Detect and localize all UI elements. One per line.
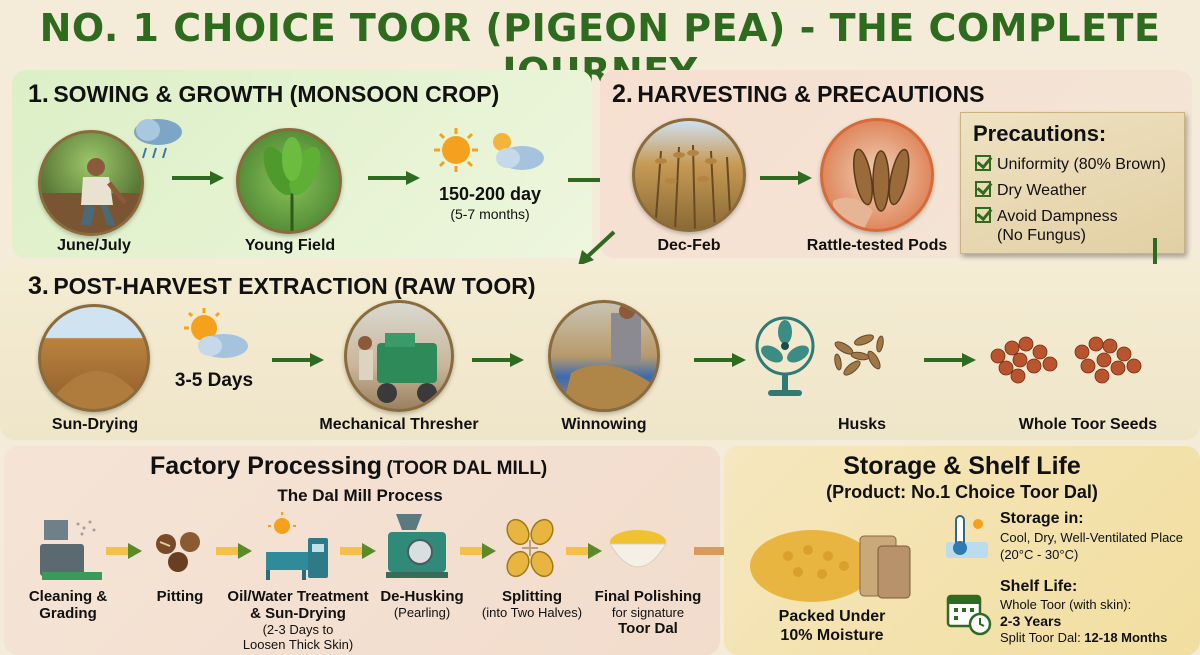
arrow-8 [924,353,976,367]
factory-arrow-3 [340,543,376,559]
check-icon [975,207,991,223]
precaution-avoid-dampness: Avoid Dampness [975,207,1118,226]
harvest-field-image [632,118,746,232]
shelf-whole-text: Whole Toor (with skin): [1000,597,1132,612]
thermometer-icon [946,515,988,558]
step-whole-seeds-label: Whole Toor Seeds [1018,416,1158,433]
factory-arrow-2 [216,543,252,559]
factory-subtitle: The Dal Mill Process [277,486,443,505]
days-label: 3-5 Days [174,370,254,391]
factory-title: Factory Processing (TOOR DAL MILL) [150,452,548,480]
whole-seeds-icon [990,336,1142,384]
check-icon [975,155,991,171]
step-sun-drying-label: Sun-Drying [51,416,139,433]
precaution-uniformity: Uniformity (80% Brown) [975,155,1166,174]
thresher-machine-icon [358,333,437,403]
step-thresher-label: Mechanical Thresher [319,416,479,433]
cleaning-machine-icon [40,520,102,580]
rain-cloud-icon [134,119,182,159]
arrow-7 [694,353,746,367]
storage-in-label: Storage in: [1000,510,1084,527]
factory-step-dehusking-label: De-Husking (Pearling) [380,588,464,620]
dry-crop-icon [654,144,732,229]
fan-icon [755,316,815,396]
husks-icon [834,334,884,376]
step-husks-label: Husks [837,416,887,433]
split-halves-icon [506,518,554,578]
storage-place-text: Cool, Dry, Well-Ventilated Place [1000,530,1184,545]
factory-step-cleaning-label: Cleaning &Grading [28,588,108,622]
factory-arrow-4 [460,543,496,559]
arrow-down-left [578,230,616,266]
leaf-plant-icon [263,137,321,231]
thresher-image [344,300,454,412]
factory-arrow-1 [106,543,142,559]
step-rattle-pods-label: Rattle-tested Pods [806,237,948,254]
factory-step-splitting-label: Splitting (into Two Halves) [481,588,583,620]
de-husking-machine-icon [386,514,448,578]
duration-sub-label: (5-7 months) [450,206,530,222]
precaution-dry-weather: Dry Weather [975,181,1087,200]
pitting-seeds-icon [156,532,200,572]
precaution-no-fungus: (No Fungus) [997,227,1086,244]
shelf-split-row: Split Toor Dal: 12-18 Months [1000,630,1168,645]
storage-title: Storage & Shelf Life [843,452,1081,480]
arrow-4 [760,171,812,185]
shelf-life-label: Shelf Life: [1000,578,1078,595]
arrow-6 [472,353,524,367]
calendar-clock-icon [946,594,992,636]
precautions-note: Precautions: Uniformity (80% Brown) Dry … [960,112,1185,254]
storage-subtitle: (Product: No.1 Choice Toor Dal) [826,482,1098,502]
storage-temp-text: (20°C - 30°C) [1000,547,1079,562]
pods-icon [833,148,910,229]
duration-label: 150-200 day [438,184,542,204]
packed-dal-icon [750,530,911,602]
step-winnowing-label: Winnowing [561,416,647,433]
arrow-1 [172,171,224,185]
factory-step-polishing-label: Final Polishing for signature Toor Dal [594,588,702,637]
sun-drying-image [38,304,150,412]
packed-moisture-label: 10% Moisture [780,627,884,644]
factory-arrow-5 [566,543,602,559]
sun-cloud-icon [434,128,544,172]
step-june-july-label: June/July [57,237,131,254]
arrow-2 [368,171,420,185]
precautions-title: Precautions: [973,121,1107,146]
arrow-5 [272,353,324,367]
shelf-whole-value: 2-3 Years [1000,613,1062,629]
check-icon [975,181,991,197]
step-young-field-label: Young Field [244,237,336,254]
grain-pile-icon [45,371,147,409]
oil-water-treatment-icon [266,512,328,580]
sun-cloud-small-icon [184,308,248,358]
farmer-sowing-image [38,130,144,236]
polished-dal-bowl-icon [609,530,667,568]
rattle-pods-image [820,118,934,232]
winnowing-image [548,300,660,412]
winnowing-icon [562,303,651,409]
factory-step-treatment-label: Oil/Water Treatment& Sun-Drying (2-3 Day… [227,588,369,652]
packed-label: Packed Under [778,608,886,625]
step-dec-feb-label: Dec-Feb [657,237,721,254]
section-2-title: 2. HARVESTING & PRECAUTIONS [612,80,985,108]
young-field-image [236,128,342,234]
factory-step-pitting-label: Pitting [156,588,204,605]
section-1-title: 1. SOWING & GROWTH (MONSOON CROP) [28,80,500,108]
section-3-title: 3. POST-HARVEST EXTRACTION (RAW TOOR) [28,272,536,300]
